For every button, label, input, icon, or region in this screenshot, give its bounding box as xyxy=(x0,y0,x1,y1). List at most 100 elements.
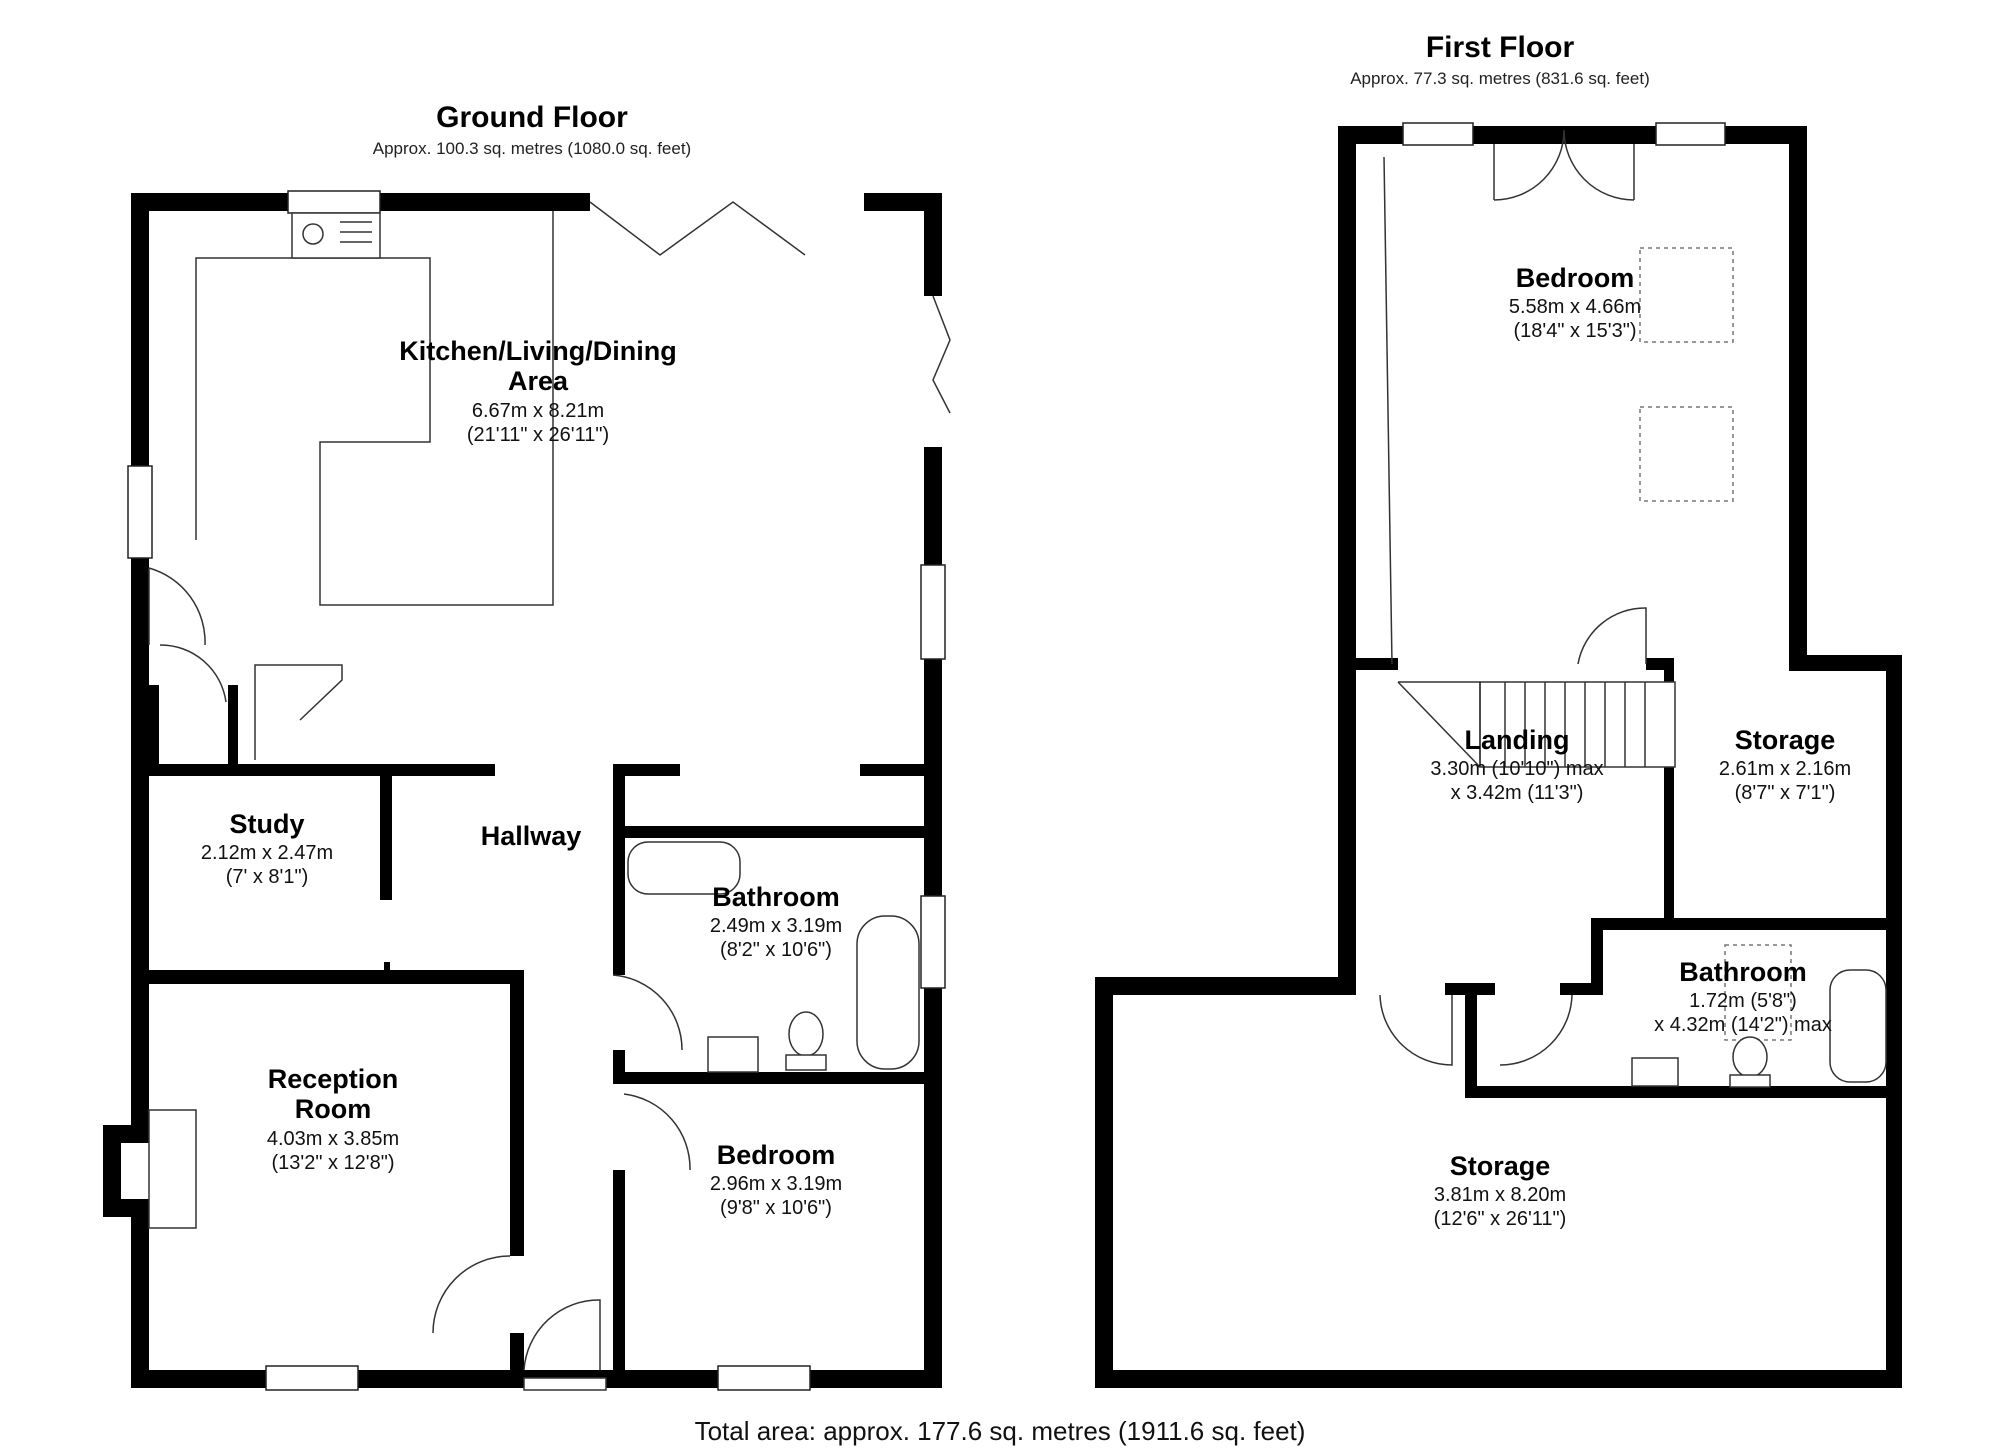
study-imperial: (7' x 8'1") xyxy=(226,866,309,888)
landing-line2: x 3.42m (11'3") xyxy=(1451,782,1584,804)
kitchen-name-line2: Area xyxy=(508,366,569,396)
gf-door-side-entrance xyxy=(148,567,206,646)
gf-bedroom-metric: 2.96m x 3.19m xyxy=(710,1173,842,1195)
ff-wall-storage-top xyxy=(1095,977,1356,995)
ff-storage-small-metric: 2.61m x 2.16m xyxy=(1719,758,1851,780)
ff-wall-right-lower xyxy=(1886,655,1902,1388)
reception-name-line1: Reception xyxy=(268,1064,399,1094)
gf-bedroom-name: Bedroom xyxy=(717,1140,836,1170)
ff-storage-small-name: Storage xyxy=(1735,725,1836,755)
gf-fireplace-icon xyxy=(148,1109,197,1229)
ff-bath-icon xyxy=(1829,969,1887,1083)
gf-wall-bed-left xyxy=(613,1170,625,1388)
ff-door-storage xyxy=(1379,994,1453,1066)
gf-window-right xyxy=(920,564,946,660)
first-floor-plan xyxy=(1095,122,1902,1388)
kitchen-name-line1: Kitchen/Living/Dining xyxy=(399,336,677,366)
ff-skylight-bottom xyxy=(1639,406,1734,502)
gf-door-bedroom xyxy=(623,1093,691,1171)
reception-metric: 4.03m x 3.85m xyxy=(267,1128,399,1150)
ff-stairs-icon xyxy=(1479,681,1676,768)
landing-line1: 3.30m (10'10") max xyxy=(1430,758,1603,780)
gf-wall-bath-top-right xyxy=(860,764,942,776)
reception-imperial: (13'2" x 12'8") xyxy=(271,1152,394,1174)
gf-window-reception xyxy=(265,1365,359,1391)
gf-bath-right-icon xyxy=(856,915,920,1070)
ff-wall-landing-top-left xyxy=(1338,658,1398,670)
gf-bathroom-imperial: (8'2" x 10'6") xyxy=(720,939,832,961)
ff-bathroom-name: Bathroom xyxy=(1679,957,1807,987)
ff-bedroom-name: Bedroom xyxy=(1516,263,1635,293)
gf-bifold-door-top xyxy=(589,201,806,256)
gf-toilet-icon xyxy=(788,1011,824,1057)
gf-wall-hall-stub xyxy=(384,962,390,972)
ff-wall-bath-bottom xyxy=(1465,1086,1902,1098)
ff-bathroom-line1: 1.72m (5'8") xyxy=(1689,990,1797,1012)
ground-floor-area: Approx. 100.3 sq. metres (1080.0 sq. fee… xyxy=(373,139,691,158)
ff-wall-left xyxy=(1338,126,1356,991)
gf-door-bathroom xyxy=(612,974,683,1051)
gf-wall-top-right-stub xyxy=(864,193,942,211)
ff-storage-large-imperial: (12'6" x 26'11") xyxy=(1434,1208,1567,1230)
first-floor-area: Approx. 77.3 sq. metres (831.6 sq. feet) xyxy=(1350,69,1650,88)
gf-door-front xyxy=(523,1299,601,1371)
ground-floor-title: Ground Floor xyxy=(436,101,628,134)
study-metric: 2.12m x 2.47m xyxy=(201,842,333,864)
ff-wall-right-upper xyxy=(1789,126,1807,663)
gf-wall-bath-top xyxy=(613,826,942,838)
ff-wall-bottom xyxy=(1095,1370,1902,1388)
kitchen-imperial: (21'11" x 26'11") xyxy=(467,424,609,446)
gf-wall-reception-top xyxy=(149,970,522,984)
landing-name: Landing xyxy=(1465,725,1570,755)
ff-toilet-icon xyxy=(1732,1036,1768,1078)
gf-bath-top-icon xyxy=(627,841,741,895)
gf-wall-bath-top-stub xyxy=(613,764,680,776)
gf-door-reception xyxy=(432,1255,511,1334)
gf-wall-stairs-right xyxy=(228,685,238,775)
kitchen-metric: 6.67m x 8.21m xyxy=(472,400,604,422)
gf-bathroom-metric: 2.49m x 3.19m xyxy=(710,915,842,937)
gf-wall-reception-right xyxy=(510,970,524,1256)
ff-storage-large-name: Storage xyxy=(1450,1151,1551,1181)
ff-skylight-top xyxy=(1639,247,1734,343)
ff-door-bedroom xyxy=(1577,607,1647,665)
gf-front-step xyxy=(523,1377,607,1391)
ff-storage-large-metric: 3.81m x 8.20m xyxy=(1434,1184,1566,1206)
hallway-name: Hallway xyxy=(481,821,582,851)
total-area: Total area: approx. 177.6 sq. metres (19… xyxy=(695,1416,1306,1446)
ff-window-left xyxy=(1402,122,1474,146)
gf-kitchen-worktop xyxy=(195,211,554,606)
gf-wall-bath-left-mid xyxy=(613,1050,625,1074)
ff-basin-icon xyxy=(1631,1057,1679,1087)
reception-name-line2: Room xyxy=(295,1094,372,1124)
gf-window-kitchen-left xyxy=(127,465,153,559)
ff-wall-bath-left-top xyxy=(1591,918,1603,993)
gf-wall-study-right xyxy=(380,764,392,900)
ff-wall-bath-top xyxy=(1591,918,1902,930)
ff-bathroom-line2: x 4.32m (14'2") max xyxy=(1654,1014,1832,1036)
ff-slope-line xyxy=(1383,156,1393,665)
gf-bedroom-imperial: (9'8" x 10'6") xyxy=(720,1197,832,1219)
ff-wall-top-right xyxy=(1725,126,1807,144)
ff-wall-bath-corner xyxy=(1560,983,1603,995)
ff-wall-landing-right xyxy=(1664,664,1674,924)
ff-storage-small-imperial: (8'7" x 7'1") xyxy=(1735,782,1836,804)
ground-floor-plan xyxy=(103,190,951,1391)
gf-bifold-door-right xyxy=(932,295,951,414)
gf-wall-bath-left-upper xyxy=(613,764,625,975)
gf-stairs-icon xyxy=(254,664,343,760)
ff-bedroom-metric: 5.58m x 4.66m xyxy=(1509,296,1641,318)
ff-french-doors xyxy=(1493,129,1635,201)
gf-basin-icon xyxy=(707,1036,759,1073)
gf-wall-bath-bed xyxy=(613,1072,942,1084)
gf-door-stairs xyxy=(159,644,227,703)
ff-wall-bath-left xyxy=(1465,983,1477,1098)
ff-wall-top-mid xyxy=(1478,126,1656,144)
ff-door-bathroom xyxy=(1499,994,1573,1066)
gf-window-kitchen-top xyxy=(287,190,381,214)
ff-bedroom-imperial: (18'4" x 15'3") xyxy=(1513,320,1636,342)
gf-wall-right-upper xyxy=(924,193,942,296)
gf-window-bedroom xyxy=(717,1365,811,1391)
gf-wall-reception-right-low xyxy=(510,1333,524,1388)
